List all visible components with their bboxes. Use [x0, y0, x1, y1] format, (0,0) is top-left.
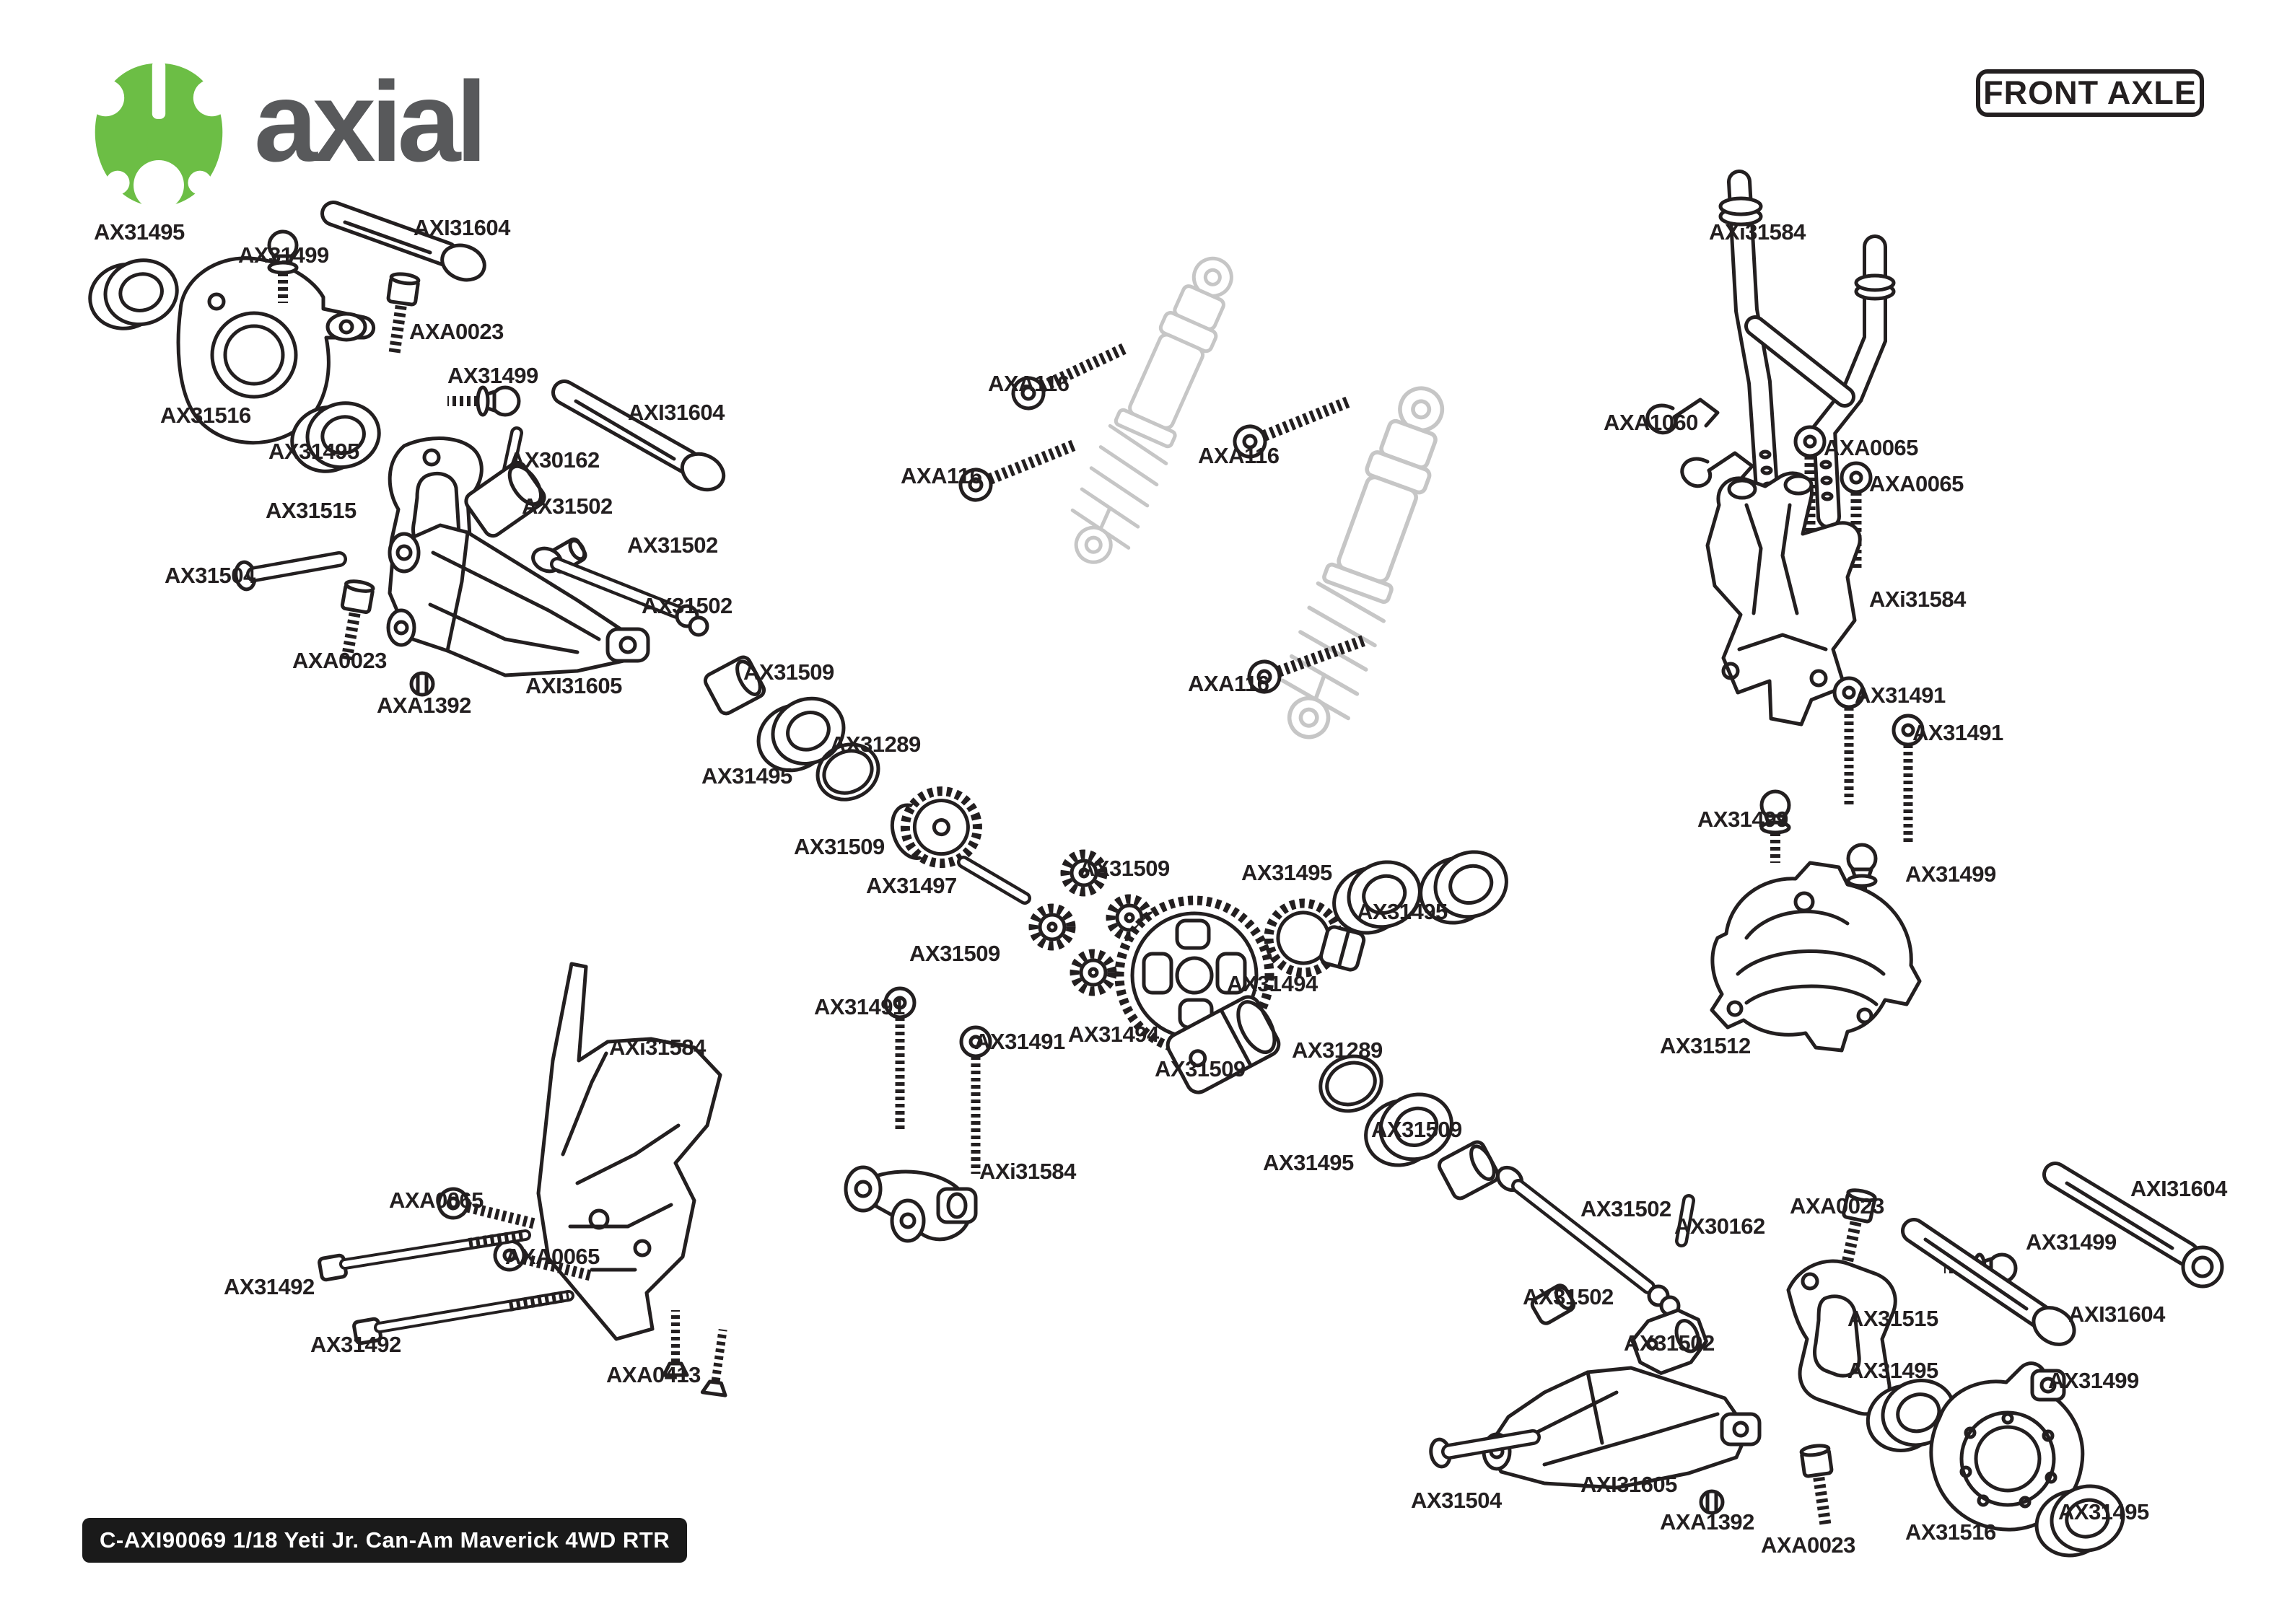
section-badge: FRONT AXLE: [1976, 69, 2204, 117]
part-steering-plate-axi31584: [844, 1165, 978, 1243]
part-eclip-axa1392-1: [411, 673, 433, 695]
part-link-axi31604-3: [2042, 1162, 2224, 1289]
part-pin-ax31492-2: [352, 1290, 574, 1346]
part-screw-axa116-1: [1011, 342, 1129, 411]
part-screw-ax31491-2: [959, 1025, 992, 1174]
part-pin-ax31492-1: [318, 1229, 531, 1282]
part-screw-axa0023-1: [380, 273, 419, 358]
part-outdrive-ax31509: [1166, 995, 1281, 1094]
part-body-clip-axa1060-1: [1648, 400, 1718, 433]
part-screw-ax31491-4: [1892, 714, 1925, 846]
part-pin-ax31497: [957, 856, 1031, 905]
part-eclip-axa1392-2: [1701, 1491, 1723, 1513]
part-bevel-gear-ax31509: [890, 786, 982, 869]
part-bearing-ax31495-1: [83, 253, 185, 337]
part-arm-axi31605-left: [386, 523, 650, 677]
axial-logo-icon: [92, 61, 225, 209]
part-coupler-ax31502-5: [1530, 1283, 1576, 1325]
part-bearing-ax31495-5: [1411, 841, 1516, 933]
part-arm-axi31605-right: [1482, 1366, 1762, 1490]
shock-absorber-right: [1280, 386, 1445, 739]
part-link-axi31604-2: [551, 379, 726, 492]
axial-logo: axial: [92, 58, 487, 209]
brand-wordmark: axial: [254, 58, 487, 185]
part-shock-tower-axi31584: [1705, 471, 1862, 727]
part-screw-axa0065-1: [437, 1187, 538, 1229]
part-bumper-axi31584: [536, 962, 722, 1341]
part-link-axi31604-1: [320, 201, 486, 282]
part-screw-axa116-3: [1233, 395, 1353, 459]
part-diff-case-ax31512: [1710, 861, 1922, 1053]
part-spider-gear-ax31509-1: [1065, 854, 1103, 892]
part-screw-axa116-4: [1247, 634, 1368, 694]
part-pin-ax31504-left: [234, 551, 347, 592]
part-screw-axa0023-2: [333, 579, 374, 665]
part-bearing-cup-ax31509-1: [703, 655, 766, 716]
part-pin-ax30162-2: [1675, 1194, 1695, 1247]
part-screw-axa0023-4: [1801, 1444, 1839, 1529]
part-bearing-ax31495-3: [748, 687, 854, 781]
part-spider-gear-ax31509-4: [1075, 954, 1112, 991]
part-screw-ax31491-3: [1832, 676, 1866, 808]
part-spider-gear-ax31509-2: [1033, 908, 1071, 946]
part-body-post-axi31584: [1718, 170, 1896, 529]
part-knuckle-ax31516-right: [1929, 1361, 2085, 1532]
part-screw-axa116-2: [958, 439, 1079, 502]
part-driveshaft-ax31502-3: [531, 546, 709, 637]
part-bearing-cup-ax31509-2: [1437, 1140, 1500, 1201]
part-hex-ax31502-6: [1630, 1308, 1708, 1375]
kit-code-badge: C-AXI90069 1/18 Yeti Jr. Can-Am Maverick…: [82, 1518, 688, 1563]
part-screw-axa0413-1: [662, 1310, 689, 1377]
part-link-axi31604-4: [1901, 1218, 2076, 1346]
part-ballstud-ax31499-3: [1762, 791, 1789, 863]
shock-absorber-left: [1070, 256, 1233, 564]
part-caster-ax31515-right: [1786, 1259, 1897, 1416]
part-screw-ax31491-1: [883, 986, 917, 1130]
part-pinion-gear-ax31494: [1264, 898, 1366, 978]
part-link-ax31502-4: [1495, 1165, 1681, 1317]
part-ballstud-ax31499-2: [447, 387, 519, 415]
part-pin-ax31504-right: [1429, 1429, 1541, 1469]
part-coupler-ax31502-1: [464, 460, 546, 538]
part-knuckle-ax31516-left: [176, 256, 376, 445]
part-screw-axa0413-2: [700, 1328, 727, 1397]
